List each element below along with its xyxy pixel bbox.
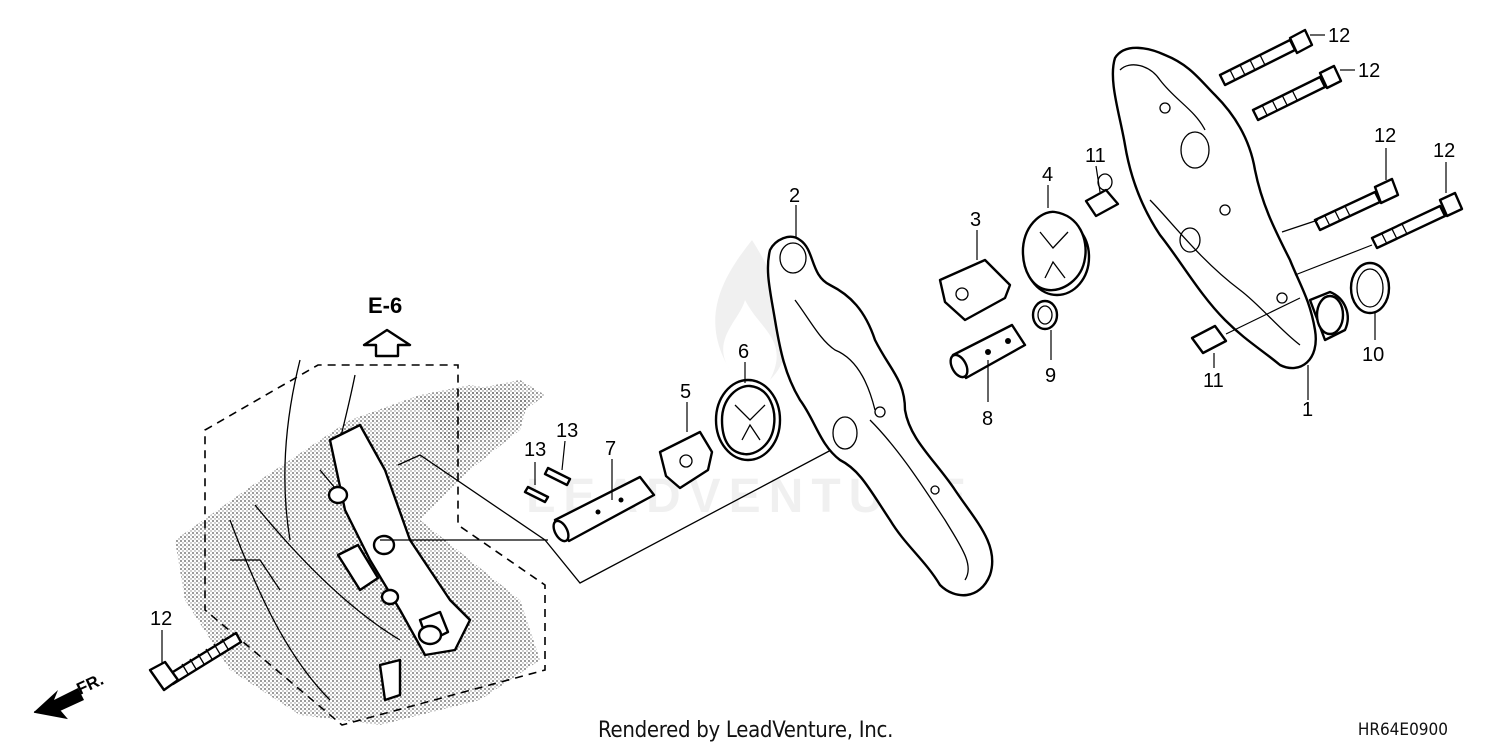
callout-11b: 11 <box>1203 370 1224 392</box>
dowel-pin-a[interactable] <box>523 485 550 504</box>
callout-12c: 12 <box>1374 125 1396 147</box>
pump-cover-1[interactable] <box>1097 46 1349 370</box>
dowel-collar-upper[interactable] <box>1084 188 1120 218</box>
outer-rotor-4[interactable] <box>1021 210 1091 297</box>
callout-10: 10 <box>1362 344 1384 366</box>
flange-bolt-upper-4[interactable] <box>1370 191 1464 250</box>
reference-label[interactable]: E-6 <box>368 293 402 318</box>
pump-plate-2[interactable] <box>766 235 994 597</box>
flange-bolt-upper-1[interactable] <box>1218 28 1314 87</box>
diagram-code: HR64E0900 <box>1357 720 1448 740</box>
callout-4: 4 <box>1042 164 1053 186</box>
rendered-by-credit: Rendered by LeadVenture, Inc. <box>598 718 894 743</box>
flange-bolt-upper-2[interactable] <box>1251 64 1343 122</box>
callout-13b: 13 <box>556 420 578 442</box>
outer-rotor-6[interactable] <box>714 378 782 462</box>
dowel-pin-b[interactable] <box>543 466 572 487</box>
callout-9: 9 <box>1045 365 1056 387</box>
inner-rotor-5[interactable] <box>658 430 714 490</box>
callout-2: 2 <box>789 185 800 207</box>
dowel-collar-lower[interactable] <box>1190 324 1228 355</box>
reference-arrow-up-icon[interactable] <box>362 328 412 358</box>
callout-13a: 13 <box>524 439 546 461</box>
callout-8: 8 <box>982 408 993 430</box>
o-ring-10[interactable] <box>1349 261 1391 315</box>
callout-5: 5 <box>680 381 691 403</box>
callout-12e: 12 <box>150 608 172 630</box>
callout-12d: 12 <box>1433 140 1455 162</box>
callout-1: 1 <box>1302 399 1313 421</box>
engine-case-view <box>175 359 851 726</box>
front-arrow-icon <box>33 688 84 720</box>
relief-valve-8[interactable] <box>947 323 1027 380</box>
callout-11a: 11 <box>1085 145 1106 167</box>
callout-12a: 12 <box>1328 25 1350 47</box>
flange-bolt-upper-3[interactable] <box>1313 177 1400 232</box>
flange-bolt-lower-left[interactable] <box>148 631 243 692</box>
callout-12b: 12 <box>1358 60 1380 82</box>
callout-3: 3 <box>970 209 981 231</box>
o-ring-9[interactable] <box>1031 299 1059 331</box>
callout-6: 6 <box>738 341 749 363</box>
callout-7: 7 <box>605 438 616 460</box>
inner-rotor-3[interactable] <box>938 258 1012 322</box>
